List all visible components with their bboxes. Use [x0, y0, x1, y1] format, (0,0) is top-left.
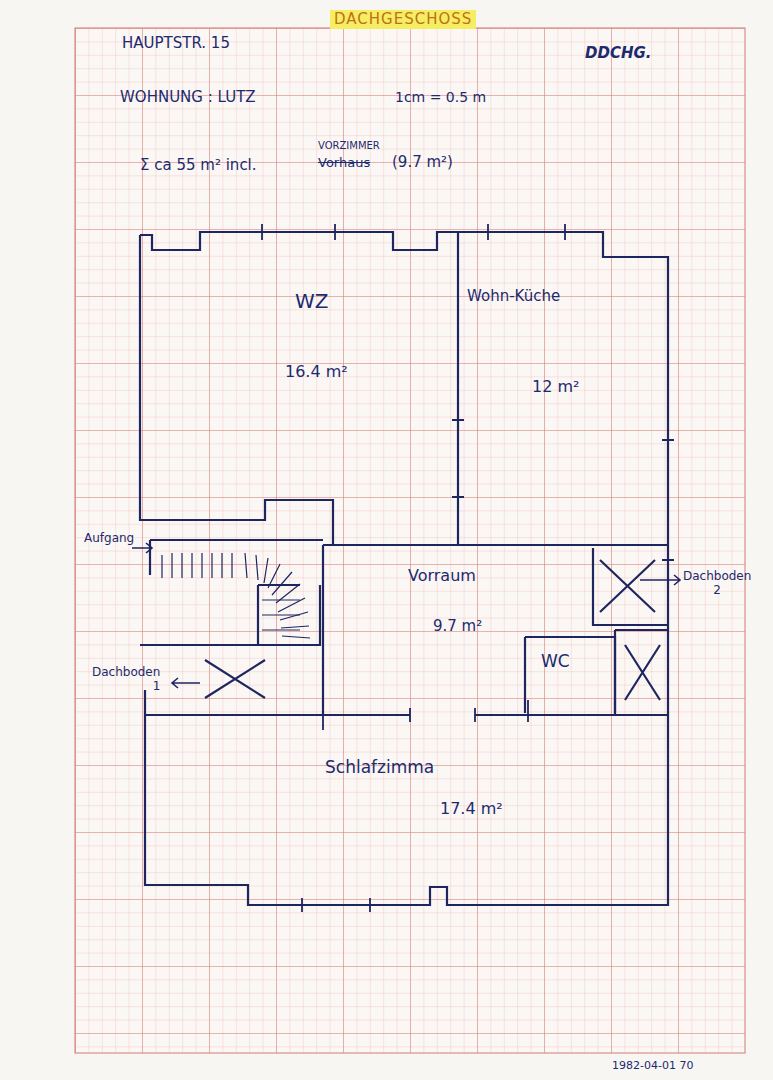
annotation: Dachboden 2: [683, 570, 751, 598]
annotation: Aufgang: [84, 532, 134, 546]
annotation: (9.7 m²): [392, 154, 453, 171]
annotation: Dachboden 1: [92, 666, 160, 694]
room-area: Vorraum 9.7 m²: [328, 550, 523, 710]
annotation: HAUPTSTR. 15: [122, 35, 230, 52]
room-name: Schlafzimma: [325, 758, 434, 778]
room-area-value: 17.4 m²: [440, 800, 503, 818]
room-name: Wohn-Küche: [467, 288, 560, 305]
annotation: 1982-04-01 70: [612, 1060, 693, 1073]
room-area: Wohn-Küche 12 m²: [462, 260, 662, 540]
annotation: Σ ca 55 m² incl.: [140, 157, 257, 174]
annotation: WOHNUNG : LUTZ: [120, 89, 256, 106]
room-area-value: 12 m²: [532, 378, 579, 396]
page-title: DACHGESCHOSS: [330, 10, 476, 29]
annotation: 1cm = 0.5 m: [395, 89, 486, 105]
room-name: WZ: [295, 290, 328, 313]
annotation: VORZIMMER: [318, 140, 380, 152]
annotation: DDCHG.: [585, 45, 651, 62]
room-area: WZ 16.4 m²: [145, 255, 455, 495]
room-name: Vorraum: [408, 567, 476, 585]
annotation: Vorhaus: [318, 156, 370, 171]
room-area-value: 16.4 m²: [285, 363, 348, 381]
room-area-value: 9.7 m²: [433, 618, 482, 635]
room-name: WC: [541, 652, 570, 672]
room-area: Schlafzimma 17.4 m²: [150, 720, 665, 880]
room-area: WC: [528, 640, 612, 710]
